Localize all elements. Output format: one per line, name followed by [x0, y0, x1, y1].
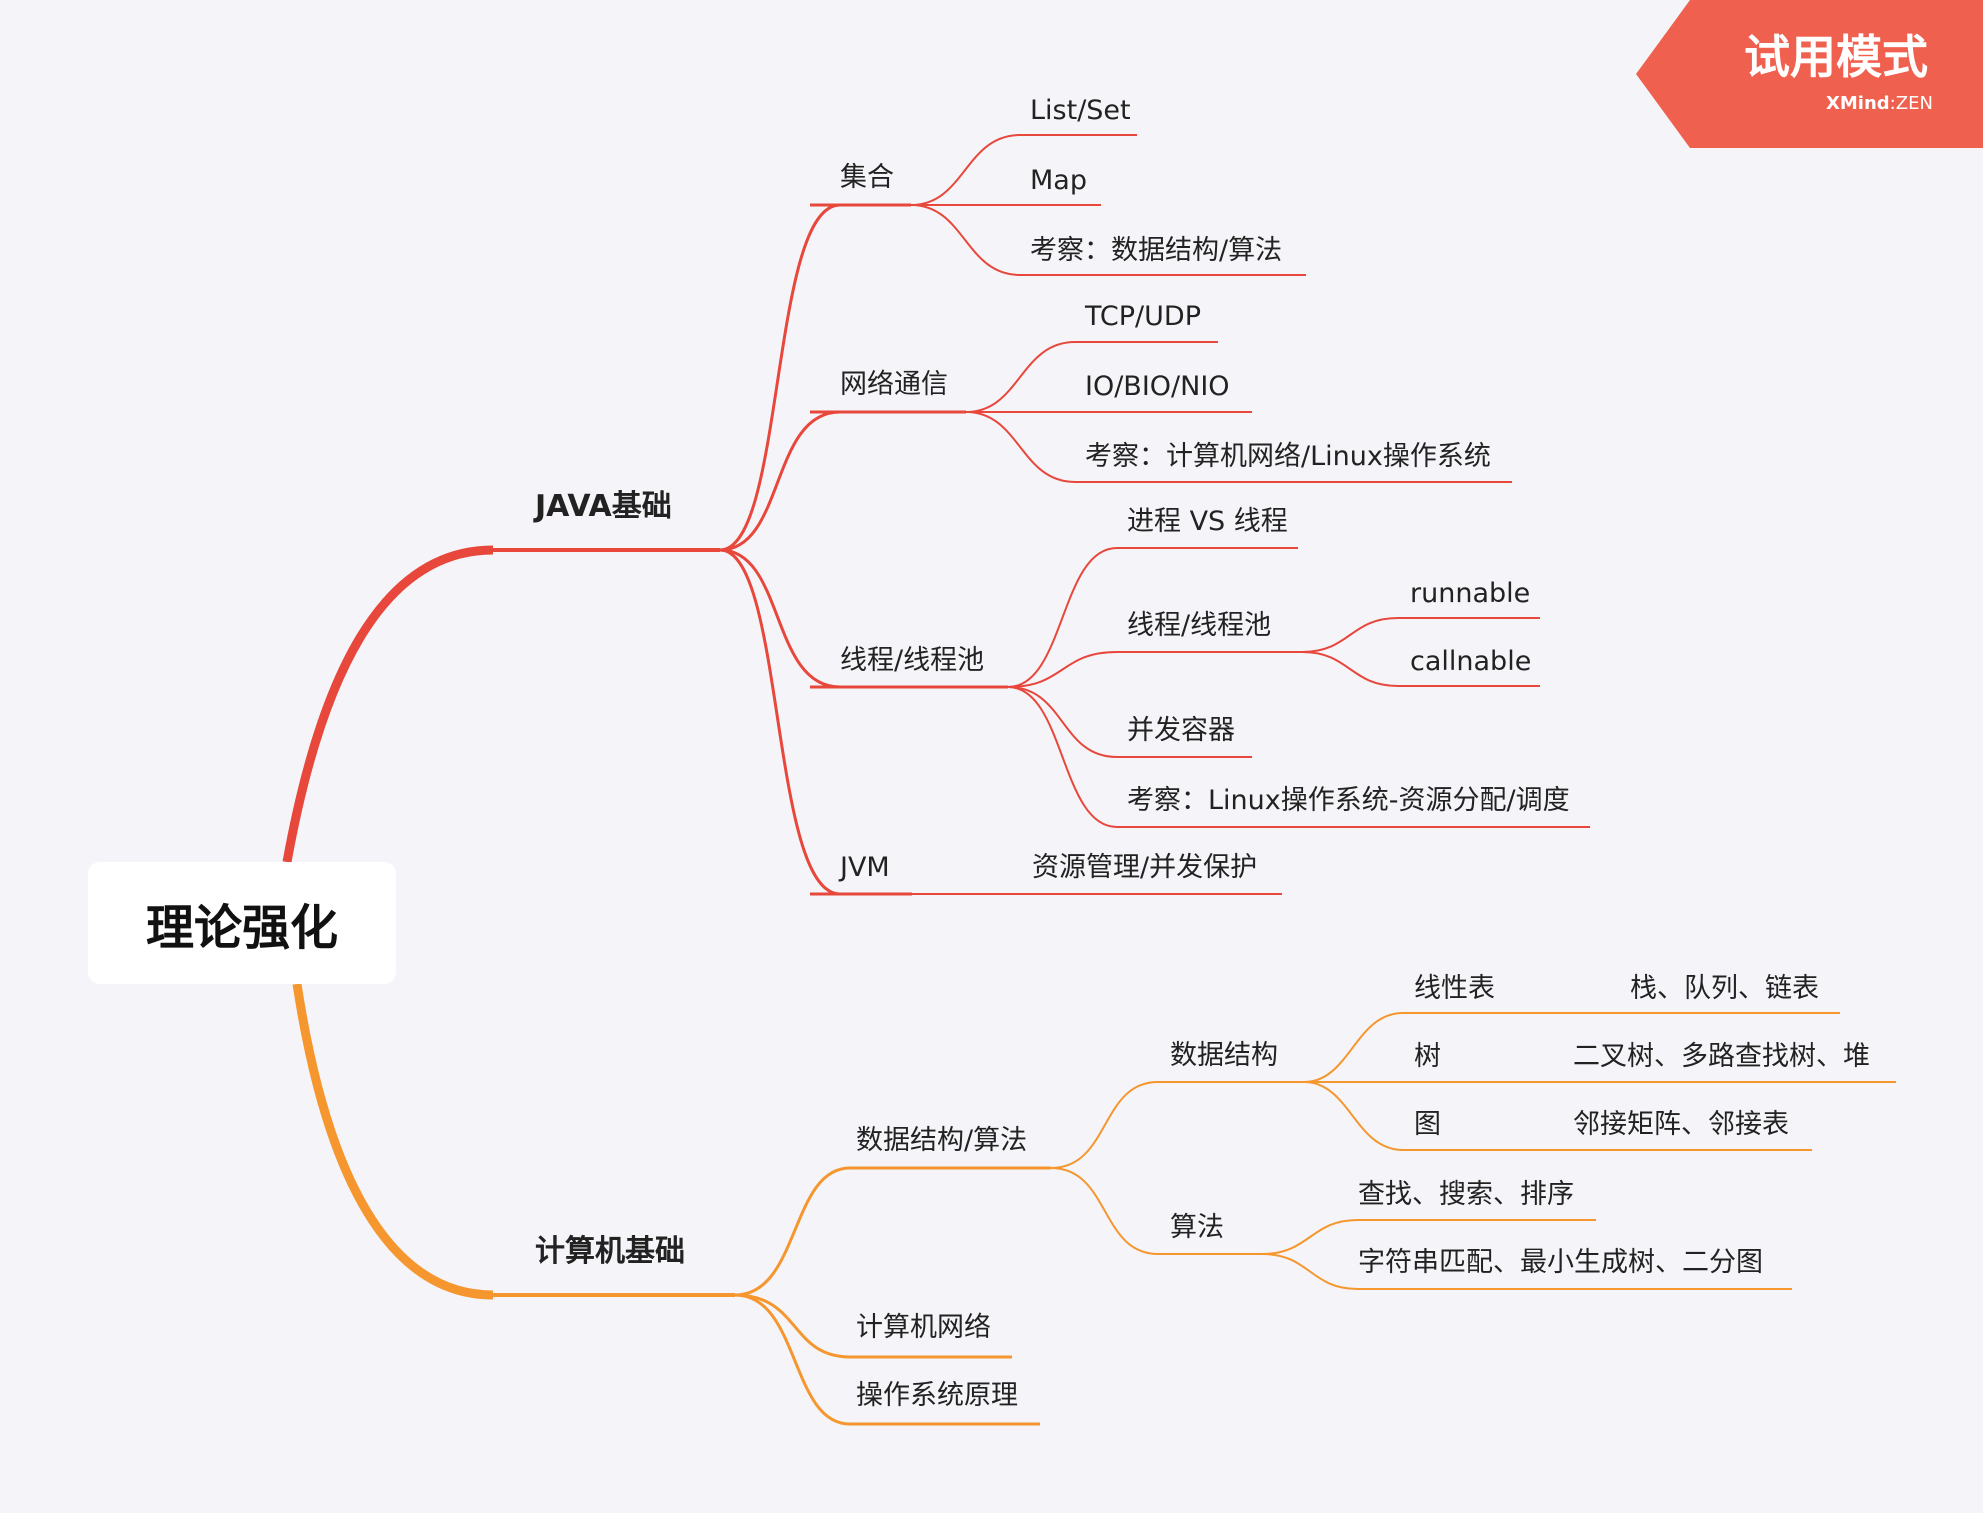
topic-java-basics[interactable]: JAVA基础 [535, 489, 672, 524]
topic-graph[interactable]: 图 [1414, 1109, 1441, 1140]
topic-jvm[interactable]: JVM [840, 852, 890, 883]
topic-tree[interactable]: 树 [1414, 1041, 1441, 1072]
topic-runnable[interactable]: runnable [1410, 578, 1531, 609]
topic-map[interactable]: Map [1030, 165, 1087, 196]
topic-collections[interactable]: 集合 [840, 162, 894, 193]
topic-search-sort[interactable]: 查找、搜索、排序 [1358, 1179, 1574, 1210]
topic-thread-pool[interactable]: 线程/线程池 [1127, 610, 1272, 641]
topic-io-bio-nio[interactable]: IO/BIO/NIO [1085, 371, 1230, 402]
topic-callnable[interactable]: callnable [1410, 646, 1532, 677]
trial-badge-shape [1636, 0, 1983, 148]
topic-tcp-udp[interactable]: TCP/UDP [1085, 301, 1201, 332]
topic-network-exam[interactable]: 考察：计算机网络/Linux操作系统 [1085, 441, 1491, 472]
topic-concurrent-containers[interactable]: 并发容器 [1127, 715, 1235, 746]
topic-linear-list-detail[interactable]: 栈、队列、链表 [1630, 973, 1819, 1004]
topic-collections-exam[interactable]: 考察：数据结构/算法 [1030, 235, 1283, 266]
topic-algorithms[interactable]: 算法 [1170, 1212, 1224, 1243]
topic-linear-list[interactable]: 线性表 [1414, 973, 1495, 1004]
root-topic[interactable]: 理论强化 [88, 862, 396, 984]
topic-tree-detail[interactable]: 二叉树、多路查找树、堆 [1573, 1041, 1870, 1072]
topic-graph-detail[interactable]: 邻接矩阵、邻接表 [1573, 1109, 1789, 1140]
brand-edition: ZEN [1895, 93, 1933, 114]
brand-name: XMind [1826, 93, 1890, 114]
topic-data-structures[interactable]: 数据结构 [1170, 1040, 1278, 1071]
brand-separator: : [1889, 93, 1896, 114]
topic-process-vs-thread[interactable]: 进程 VS 线程 [1127, 506, 1288, 537]
cs-branch-lines [493, 1012, 1896, 1426]
xmind-zen-logo: XMind:ZEN [1826, 95, 1933, 113]
topic-string-match[interactable]: 字符串匹配、最小生成树、二分图 [1358, 1247, 1763, 1278]
topic-threads-exam[interactable]: 考察：Linux操作系统-资源分配/调度 [1127, 785, 1570, 816]
topic-computer-network[interactable]: 计算机网络 [856, 1312, 991, 1343]
trunk-java [282, 545, 494, 863]
topic-ds-algorithms[interactable]: 数据结构/算法 [856, 1125, 1028, 1156]
topic-list-set[interactable]: List/Set [1030, 95, 1131, 126]
trial-mode-label: 试用模式 [1744, 30, 1928, 84]
java-branch-lines [493, 134, 1590, 896]
topic-threads[interactable]: 线程/线程池 [840, 645, 985, 676]
topic-jvm-resource[interactable]: 资源管理/并发保护 [1032, 852, 1258, 883]
topic-cs-basics[interactable]: 计算机基础 [535, 1234, 685, 1269]
topic-network-comm[interactable]: 网络通信 [840, 369, 948, 400]
trunk-cs [292, 983, 494, 1300]
topic-os-principles[interactable]: 操作系统原理 [856, 1380, 1018, 1411]
